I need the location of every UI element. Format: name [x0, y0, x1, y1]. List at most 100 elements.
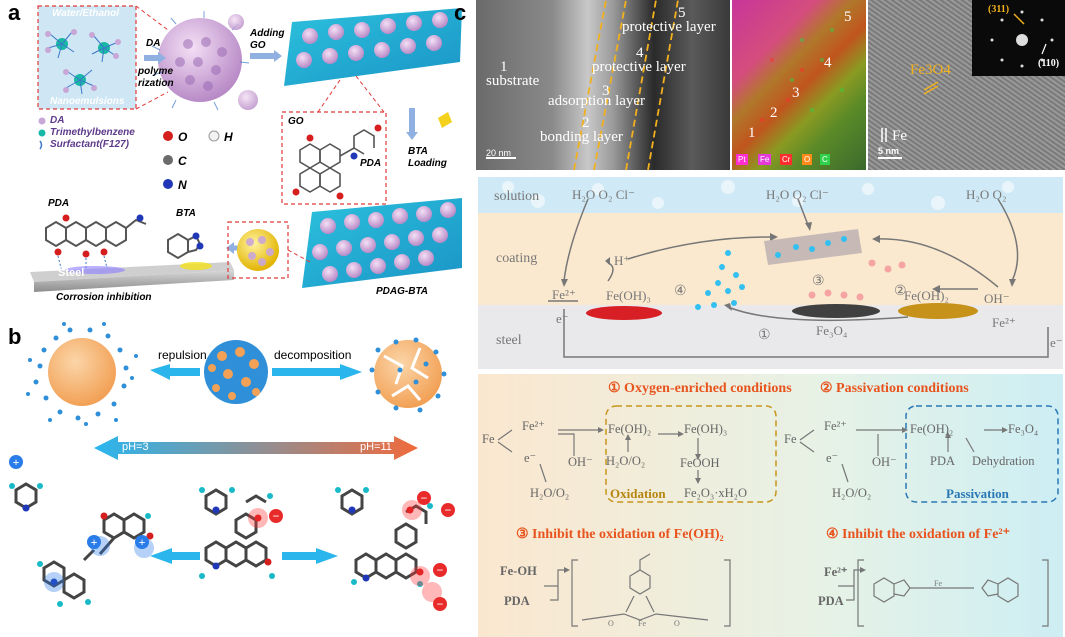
step-3-label: ③	[812, 274, 825, 289]
svg-text:+: +	[91, 535, 98, 549]
eds-n1: 1	[748, 125, 756, 141]
cond2-passivation: Passivation	[946, 486, 1009, 501]
cond1-h2o-low: H₂O/O₂	[530, 486, 570, 500]
eds-key-pt: Pt	[736, 154, 748, 165]
cond1-oxidation: Oxidation	[610, 486, 666, 501]
eds-n3: 3	[792, 85, 800, 101]
pdag-label: PDAG	[354, 4, 383, 15]
svg-text:Fe: Fe	[934, 579, 942, 588]
legend-tmb: Trimethylbenzene	[50, 127, 135, 138]
conditions-panel: O Fe O Fe ① Oxygen-enriched conditions F…	[478, 374, 1063, 637]
cond2-fe3o4: Fe₃O₄	[1008, 422, 1039, 436]
panel-a-letter: a	[8, 0, 21, 25]
cond1-feooh: FeOOH	[680, 456, 720, 470]
cond1-feoh2: Fe(OH)₂	[608, 422, 652, 436]
legend-surfactant: Surfactant(F127)	[50, 139, 129, 150]
svg-text:−: −	[421, 491, 428, 505]
ph-high-label: pH=11	[360, 441, 392, 453]
bta-loading-label: BTA Loading	[408, 146, 447, 169]
cond1-oh: OH⁻	[568, 455, 593, 469]
cond2-title: ② Passivation conditions	[820, 381, 969, 396]
diff-311-label: (311)	[988, 4, 1010, 15]
cond2-h2o-low: H₂O/O₂	[832, 486, 872, 500]
atom-c-label: C	[178, 154, 187, 168]
step-4-label: ④	[674, 284, 687, 299]
tem1-substrate: substrate	[486, 73, 540, 89]
hrtem-image: (311) (110) Fe3O4 Fe 5 nm	[868, 0, 1065, 170]
cond2-fe2: Fe²⁺	[824, 419, 847, 433]
solution-label: solution	[494, 189, 540, 204]
pda-molecule-label: PDA	[48, 198, 70, 209]
fe2-right-label: Fe²⁺	[992, 315, 1016, 330]
eds-key-fe: Fe	[758, 154, 772, 165]
fe3o4-tem-label: Fe3O4	[910, 62, 951, 78]
eds-key-o: O	[802, 154, 813, 165]
repulsion-label: repulsion	[158, 348, 207, 362]
adding-go-label: Adding GO	[250, 28, 285, 51]
tem1-n2: 2	[582, 115, 590, 131]
cond1-fe: Fe	[482, 432, 495, 446]
ph-low-label: pH=3	[122, 441, 149, 453]
cond1-e: e⁻	[524, 451, 537, 465]
inset-label-bottom: Nanoemulsions	[50, 96, 125, 107]
diffraction-inset: (311) (110)	[972, 0, 1065, 76]
cond4-fe2: Fe²⁺	[824, 565, 848, 579]
svg-text:Fe: Fe	[638, 619, 646, 628]
steel-label: Steel	[58, 267, 85, 279]
fe2-left-label: Fe²⁺	[552, 287, 576, 302]
tem1-scale: 20 nm	[486, 148, 512, 158]
cond1-title: ① Oxygen-enriched conditions	[608, 381, 792, 396]
feoh2-label: Fe(OH)₂	[904, 288, 949, 303]
svg-text:O: O	[608, 619, 614, 628]
go-label: GO	[288, 116, 304, 127]
fe-tem-label: Fe	[892, 128, 907, 144]
polymerization-label: polyme rization	[138, 66, 174, 89]
tem1-protective5: protective layer	[622, 19, 716, 35]
feoh3-label: Fe(OH)₃	[606, 288, 651, 303]
atom-o-label: O	[178, 130, 188, 144]
da-arrow-label: DA	[146, 38, 161, 49]
tem1-n1: 1	[500, 59, 508, 75]
e-right-label: e⁻	[1050, 335, 1063, 350]
eds-key-cr: Cr	[780, 154, 793, 165]
eds-key-c: C	[820, 154, 830, 165]
emulsion-droplets	[45, 29, 121, 95]
species-mid: H₂O O₂ Cl⁻	[766, 187, 829, 202]
eds-n4: 4	[824, 55, 832, 71]
charge-signs: + + + − − − − −	[9, 455, 455, 611]
tem1-protective4: protective layer	[592, 59, 686, 75]
go-molecule	[299, 129, 375, 193]
panel-a-diagram	[30, 5, 462, 292]
coating-label: coating	[496, 251, 538, 266]
cond2-pda: PDA	[930, 454, 956, 468]
mpda-label: MPDA	[180, 4, 210, 15]
diff-110-label: (110)	[1038, 58, 1060, 69]
decomposition-label: decomposition	[274, 348, 352, 362]
svg-text:−: −	[273, 509, 280, 523]
panel-b-diagram: + + + − − − − −	[9, 322, 455, 611]
cond2-e: e⁻	[826, 451, 839, 465]
tem1-adsorption: adsorption layer	[548, 93, 646, 109]
cond3-pda: PDA	[504, 594, 530, 608]
pdag-bta-label: PDAG-BTA	[376, 286, 429, 297]
tem-image-cross-section: 5 protective layer 4 protective layer 1 …	[476, 0, 730, 170]
atom-n-label: N	[178, 178, 187, 192]
mechanism-diagram: solution coating steel H₂O O₂ Cl⁻ H₂O O₂…	[478, 177, 1063, 369]
cond1-fe2o3: Fe₂O₃·xH₂O	[684, 486, 748, 500]
inset-label-top: Water/Ethanol	[52, 8, 120, 19]
tem1-bonding: bonding layer	[540, 129, 623, 145]
species-left: H₂O O₂ Cl⁻	[572, 187, 635, 202]
cond1-h2o-box: H₂O/O₂	[606, 454, 646, 468]
cond3-feoh: Fe-OH	[500, 564, 537, 578]
panel-c-letter: c	[454, 0, 467, 25]
cond4-pda: PDA	[818, 594, 844, 608]
e-left-label: e⁻	[556, 311, 569, 326]
cond1-feoh3: Fe(OH)₃	[684, 422, 728, 436]
tem1-n3: 3	[602, 83, 610, 99]
bta-molecule-label: BTA	[176, 208, 196, 219]
svg-text:−: −	[437, 597, 444, 611]
cond3-title: ③ Inhibit the oxidation of Fe(OH)₂	[516, 527, 724, 542]
cond4-title: ④ Inhibit the oxidation of Fe²⁺	[826, 527, 1010, 542]
legend-da: DA	[50, 115, 65, 126]
pda-molecule	[45, 218, 147, 248]
